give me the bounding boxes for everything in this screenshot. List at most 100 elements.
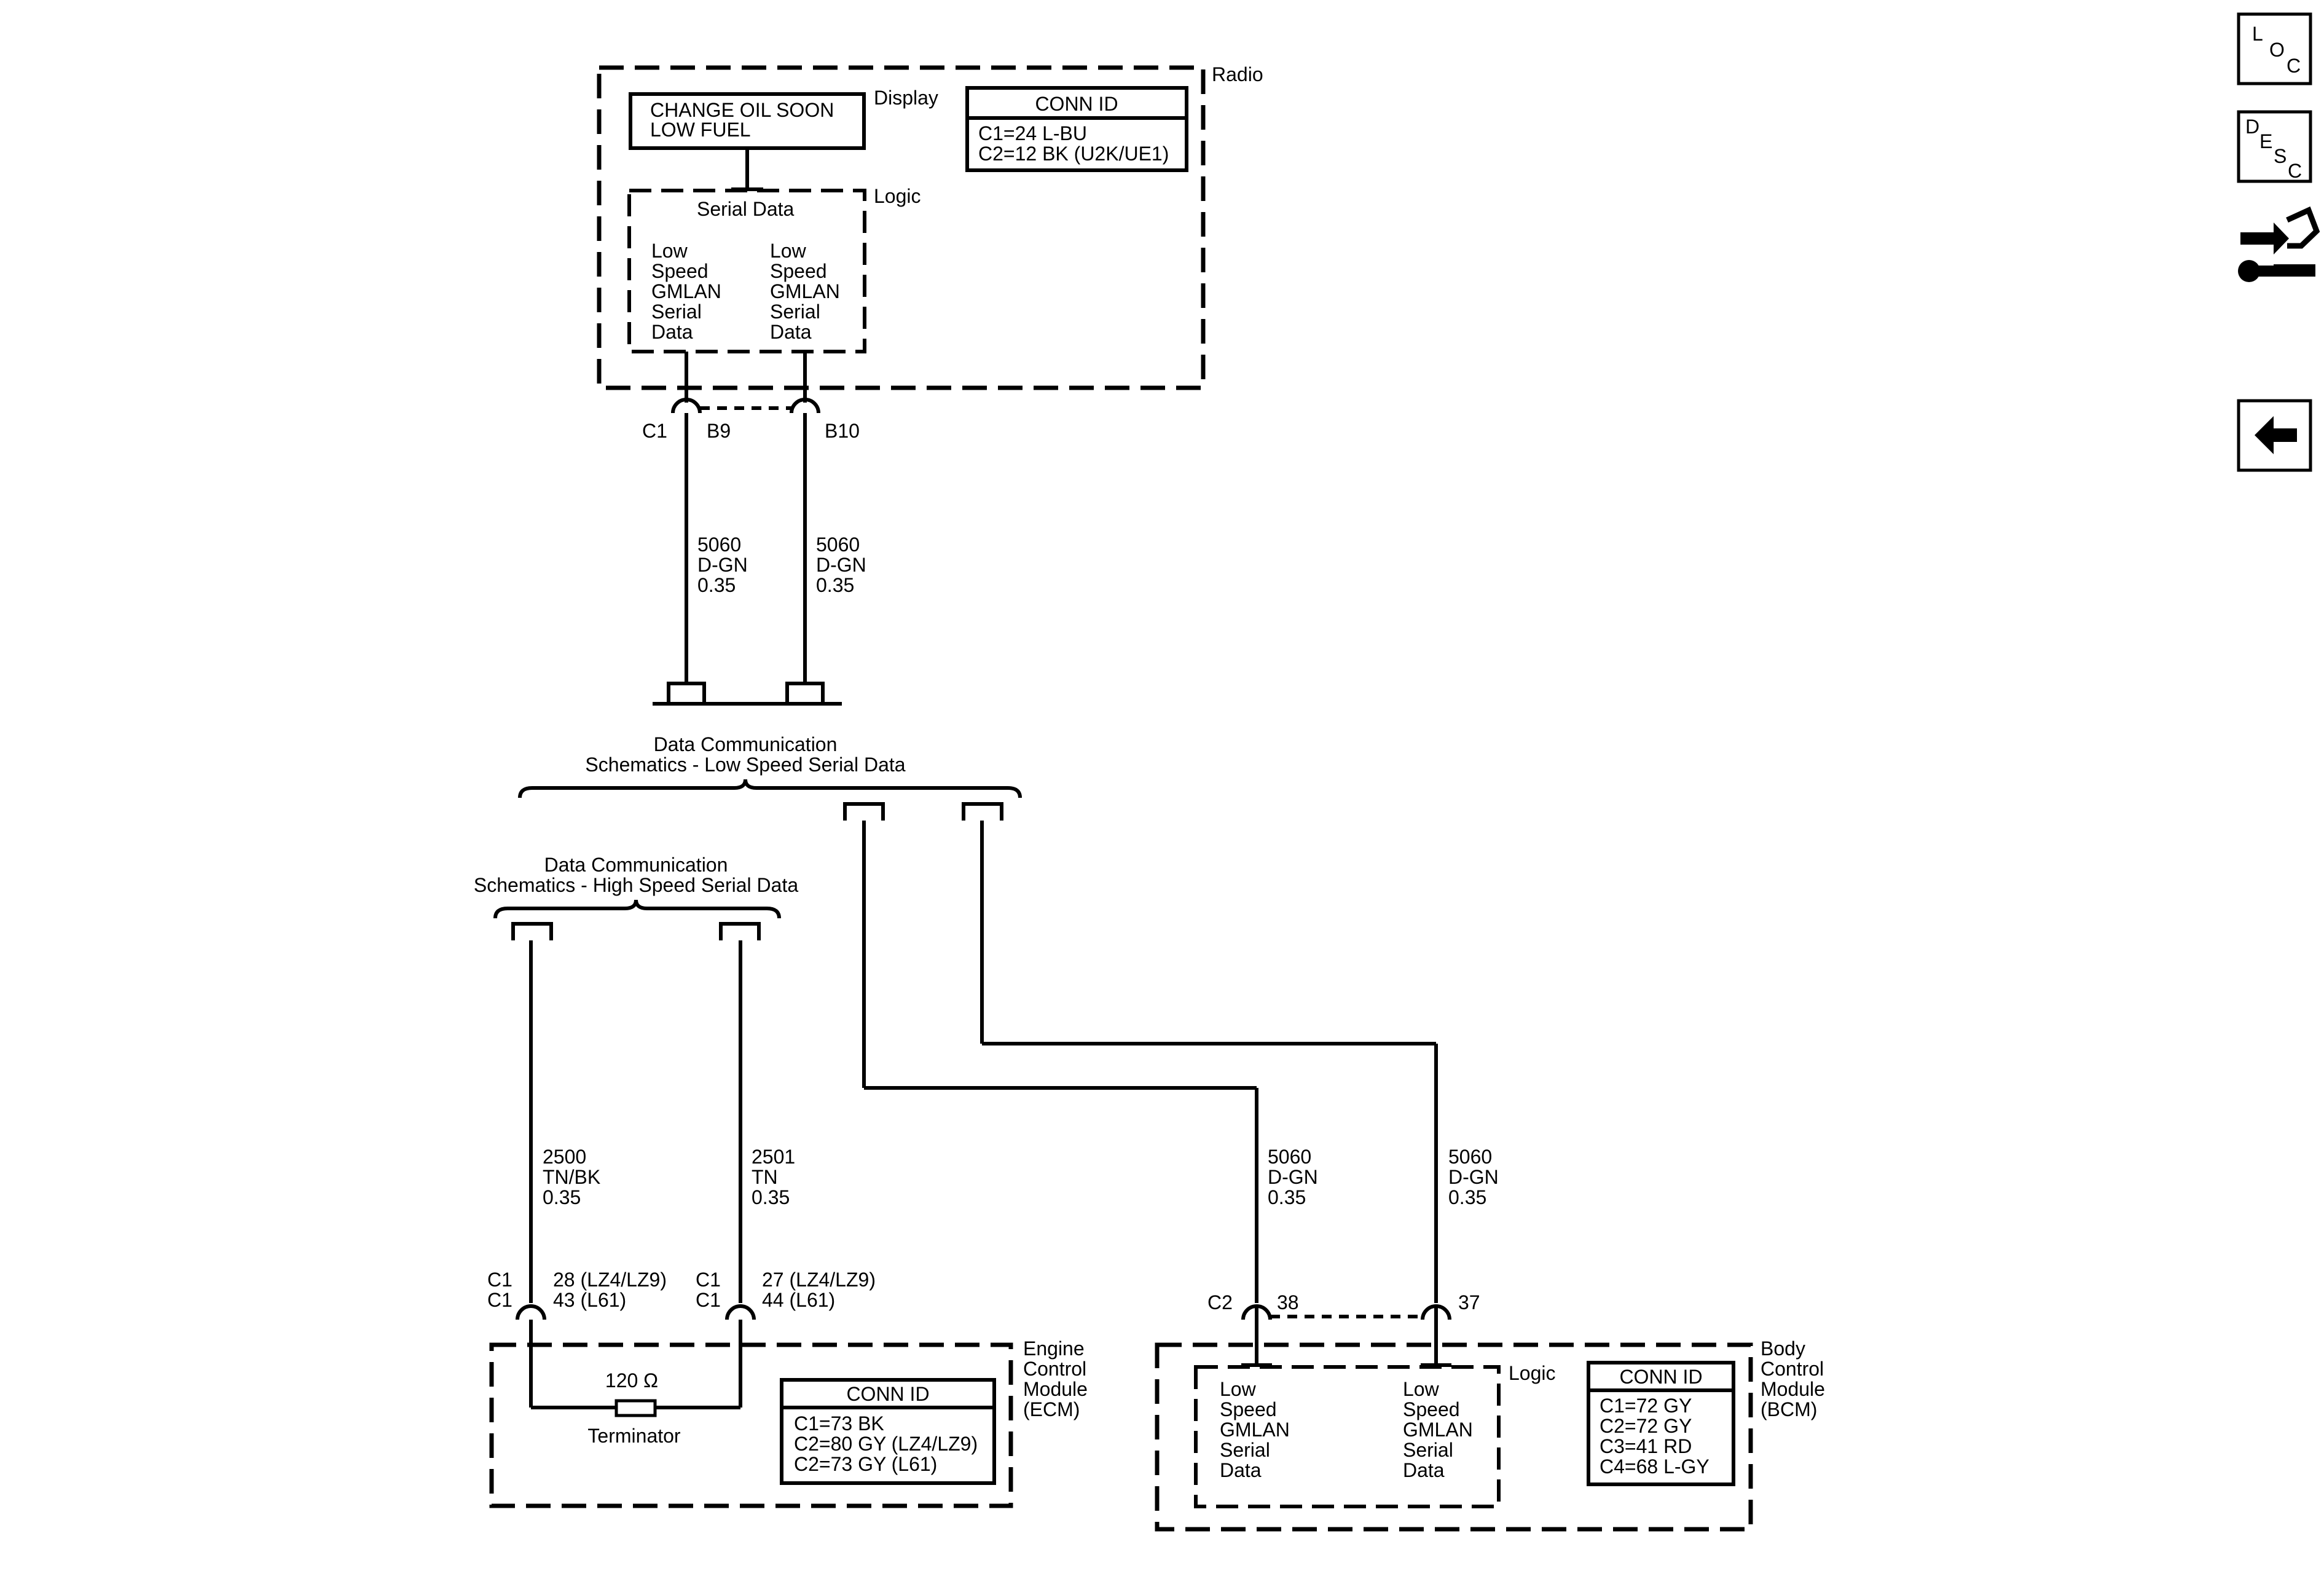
bcm-boundary bbox=[1155, 1342, 1753, 1532]
svg-text:C1: C1 bbox=[487, 1269, 512, 1291]
svg-text:5060: 5060 bbox=[1448, 1146, 1492, 1168]
svg-text:43 (L61): 43 (L61) bbox=[553, 1289, 626, 1311]
bcm-module: Body Control Module (BCM) Logic Low Spee… bbox=[1155, 1320, 1825, 1532]
svg-text:5060: 5060 bbox=[697, 534, 741, 556]
svg-text:TN: TN bbox=[752, 1166, 778, 1188]
terminator-label: Terminator bbox=[587, 1425, 681, 1447]
ecm-boundary bbox=[489, 1342, 1013, 1508]
bcm-pin-text-2: Low Speed GMLAN Serial Data bbox=[1403, 1378, 1473, 1481]
svg-text:(BCM): (BCM) bbox=[1761, 1398, 1817, 1420]
serial-data-label: Serial Data bbox=[697, 198, 795, 220]
svg-text:Serial: Serial bbox=[1220, 1439, 1270, 1461]
svg-text:Low: Low bbox=[1220, 1378, 1257, 1400]
wire-label-ecm-1: 2500 TN/BK 0.35 bbox=[543, 1146, 600, 1208]
svg-text:27 (LZ4/LZ9): 27 (LZ4/LZ9) bbox=[762, 1269, 876, 1291]
svg-text:D-GN: D-GN bbox=[1448, 1166, 1499, 1188]
svg-text:28 (LZ4/LZ9): 28 (LZ4/LZ9) bbox=[553, 1269, 667, 1291]
resistor-value: 120 Ω bbox=[605, 1369, 658, 1392]
radio-pin-b9: B9 bbox=[707, 420, 731, 442]
svg-text:0.35: 0.35 bbox=[816, 574, 854, 596]
radio-label: Radio bbox=[1212, 63, 1263, 85]
radio-module: Radio CHANGE OIL SOON LOW FUEL Display L… bbox=[597, 63, 1263, 390]
svg-text:Data: Data bbox=[1220, 1459, 1262, 1481]
ref-high-speed-serial-data: Data Communication Schematics - High Spe… bbox=[474, 854, 798, 919]
connector-symbol bbox=[790, 398, 820, 414]
svg-text:C2=72 GY: C2=72 GY bbox=[1600, 1415, 1692, 1437]
radio-conn-id-title: CONN ID bbox=[1035, 93, 1118, 115]
connector-symbol bbox=[516, 1304, 546, 1320]
svg-text:Schematics - Low Speed Serial: Schematics - Low Speed Serial Data bbox=[585, 754, 905, 776]
svg-text:Control: Control bbox=[1761, 1358, 1824, 1380]
svg-text:C3=41 RD: C3=41 RD bbox=[1600, 1435, 1692, 1457]
terminal-stub bbox=[785, 682, 825, 704]
radio-pin-text-2: Low Speed GMLAN Serial Data bbox=[770, 240, 840, 343]
bcm-pin-text-1: Low Speed GMLAN Serial Data bbox=[1220, 1378, 1290, 1481]
svg-text:Low: Low bbox=[1403, 1378, 1440, 1400]
svg-text:GMLAN: GMLAN bbox=[770, 280, 840, 302]
radio-pin-text-1: Low Speed GMLAN Serial Data bbox=[651, 240, 721, 343]
bcm-pin-38: 38 bbox=[1277, 1291, 1299, 1313]
svg-text:Speed: Speed bbox=[651, 260, 709, 282]
bcm-pin-37: 37 bbox=[1458, 1291, 1480, 1313]
svg-text:D-GN: D-GN bbox=[697, 554, 748, 576]
svg-text:Data: Data bbox=[770, 321, 812, 343]
svg-text:Serial: Serial bbox=[1403, 1439, 1453, 1461]
svg-text:D-GN: D-GN bbox=[816, 554, 866, 576]
svg-text:TN/BK: TN/BK bbox=[543, 1166, 600, 1188]
svg-text:0.35: 0.35 bbox=[752, 1186, 790, 1208]
bcm-conn-id-title: CONN ID bbox=[1619, 1366, 1702, 1388]
svg-text:Serial: Serial bbox=[651, 301, 702, 323]
svg-text:0.35: 0.35 bbox=[1448, 1186, 1486, 1208]
wire-label-ecm-2: 2501 TN 0.35 bbox=[752, 1146, 795, 1208]
terminal-stub bbox=[962, 802, 1003, 821]
svg-text:Data Communication: Data Communication bbox=[654, 733, 838, 755]
svg-text:C1=72 GY: C1=72 GY bbox=[1600, 1395, 1692, 1417]
desc-button[interactable]: D E S C bbox=[2237, 110, 2312, 183]
svg-text:GMLAN: GMLAN bbox=[1403, 1419, 1473, 1441]
radio-connector-c1: C1 B9 B10 bbox=[642, 352, 860, 442]
svg-text:0.35: 0.35 bbox=[543, 1186, 581, 1208]
display-line-2: LOW FUEL bbox=[650, 119, 751, 141]
bcm-conn-id-table: CONN ID C1=72 GY C2=72 GY C3=41 RD C4=68… bbox=[1587, 1361, 1735, 1486]
svg-text:C4=68 L-GY: C4=68 L-GY bbox=[1600, 1455, 1710, 1478]
connector-symbol bbox=[671, 398, 702, 414]
display-label: Display bbox=[874, 87, 938, 109]
connector-symbol bbox=[725, 1304, 756, 1320]
svg-text:C2=80 GY (LZ4/LZ9): C2=80 GY (LZ4/LZ9) bbox=[794, 1433, 978, 1455]
back-button[interactable] bbox=[2237, 399, 2312, 472]
svg-text:C1=73 BK: C1=73 BK bbox=[794, 1412, 884, 1435]
svg-text:5060: 5060 bbox=[816, 534, 860, 556]
svg-text:Speed: Speed bbox=[1403, 1398, 1460, 1420]
svg-text:Module: Module bbox=[1761, 1378, 1825, 1400]
svg-text:0.35: 0.35 bbox=[1268, 1186, 1306, 1208]
radio-logic-label: Logic bbox=[874, 185, 921, 207]
svg-text:Data: Data bbox=[651, 321, 693, 343]
bcm-connector-c2: C2 38 37 bbox=[1207, 1291, 1480, 1320]
loc-letter-c: C bbox=[2287, 55, 2301, 77]
svg-text:0.35: 0.35 bbox=[697, 574, 736, 596]
wire-label-top-1: 5060 D-GN 0.35 bbox=[697, 534, 748, 596]
ecm-conn-id-table: CONN ID C1=73 BK C2=80 GY (LZ4/LZ9) C2=7… bbox=[780, 1378, 996, 1485]
svg-text:Data: Data bbox=[1403, 1459, 1445, 1481]
loc-letter-l: L bbox=[2252, 23, 2263, 45]
desc-letter-c: C bbox=[2288, 160, 2302, 182]
bcm-connector-label: C2 bbox=[1207, 1291, 1233, 1313]
svg-text:Serial: Serial bbox=[770, 301, 820, 323]
svg-text:2501: 2501 bbox=[752, 1146, 795, 1168]
radio-boundary bbox=[597, 65, 1206, 390]
loc-letter-o: O bbox=[2269, 39, 2285, 61]
svg-text:GMLAN: GMLAN bbox=[1220, 1419, 1290, 1441]
svg-text:Control: Control bbox=[1023, 1358, 1086, 1380]
brace-low-speed bbox=[518, 779, 1022, 798]
svg-text:C2=73 GY (L61): C2=73 GY (L61) bbox=[794, 1453, 937, 1475]
svg-text:(ECM): (ECM) bbox=[1023, 1398, 1080, 1420]
wire-label-bcm-1: 5060 D-GN 0.35 bbox=[1268, 1146, 1318, 1208]
connector-tools-icon[interactable] bbox=[2238, 206, 2320, 282]
terminal-stub bbox=[843, 802, 885, 821]
bcm-logic-box bbox=[1194, 1365, 1501, 1508]
loc-button[interactable]: L O C bbox=[2237, 12, 2312, 85]
svg-text:GMLAN: GMLAN bbox=[651, 280, 721, 302]
radio-connector-label: C1 bbox=[642, 420, 667, 442]
wire-label-bcm-2: 5060 D-GN 0.35 bbox=[1448, 1146, 1499, 1208]
